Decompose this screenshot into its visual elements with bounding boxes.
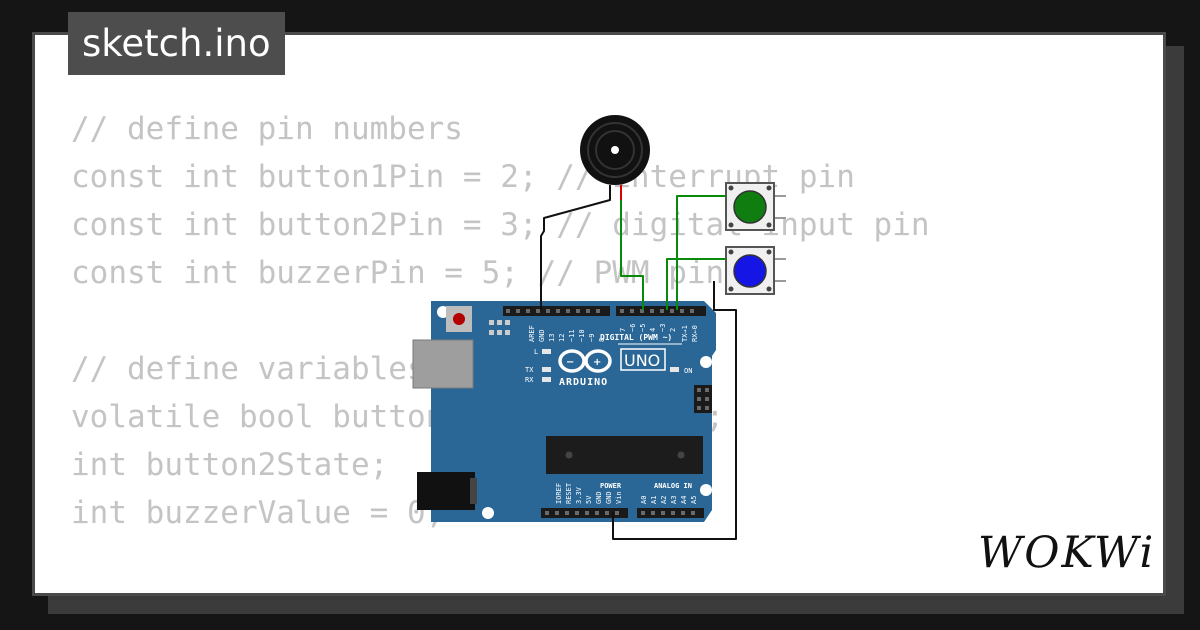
- pin-label: 7: [619, 328, 627, 332]
- pin-label: ~3: [659, 324, 667, 332]
- pin-label: A1: [650, 496, 658, 504]
- pin-label: GND: [605, 491, 613, 504]
- digital-pwm-label: DIGITAL (PWM ~): [600, 333, 672, 342]
- wokwi-logo: WOKWi: [978, 528, 1155, 578]
- pin-label: 4: [649, 328, 657, 332]
- led-on-icon: [670, 367, 679, 372]
- pin-label: GND: [538, 329, 546, 342]
- pin-label: ~5: [639, 324, 647, 332]
- pin-label: RESET: [565, 482, 573, 504]
- led-tx-label: TX: [525, 366, 534, 374]
- pin-label: ~9: [588, 334, 596, 342]
- wire-button1-pin2: [676, 195, 726, 310]
- led-on-label: ON: [684, 367, 692, 375]
- wires: [540, 185, 737, 540]
- pin-label: A3: [670, 496, 678, 504]
- pin-label: A5: [690, 496, 698, 504]
- usb-port: [412, 339, 474, 389]
- wire-buttons-gnd: [612, 281, 737, 540]
- code-line: // define variables: [71, 351, 426, 387]
- filename-tab[interactable]: sketch.ino: [68, 12, 285, 75]
- pin-label: AREF: [528, 325, 536, 342]
- code-line: void setup() {: [71, 585, 930, 593]
- wire-buzzer-gnd: [540, 185, 611, 310]
- wire-buzzer-pin5: [620, 200, 644, 310]
- pin-label: ~6: [629, 324, 637, 332]
- power-header: [541, 508, 628, 518]
- digital-header-pins: [506, 309, 694, 313]
- power-pin-labels: IOREF RESET 3.3V 5V GND GND Vin: [555, 482, 623, 504]
- pin-label: RX←0: [691, 325, 699, 342]
- power-jack: [417, 472, 475, 510]
- pin-label: A2: [660, 496, 668, 504]
- pin-label: 13: [548, 334, 556, 342]
- pushbutton-blue[interactable]: [725, 246, 786, 295]
- code-line: int button2State;: [71, 447, 389, 483]
- logo-plus-icon: +: [593, 357, 601, 368]
- pin-label: 12: [558, 334, 566, 342]
- led-l-label: L: [534, 348, 538, 356]
- pin-label: IOREF: [555, 483, 563, 504]
- board-logo-text: ARDUINO: [559, 377, 608, 388]
- board-model: UNO: [624, 351, 660, 370]
- code-line: // define pin numbers: [71, 111, 463, 147]
- icsp-header-right: [694, 385, 712, 413]
- pin-label: Vin: [615, 491, 623, 504]
- pin-label: ~10: [578, 329, 586, 342]
- pin-label: A0: [640, 496, 648, 504]
- piezo-buzzer[interactable]: [580, 115, 650, 185]
- arduino-uno-board[interactable]: AREF GND 13 12 ~11 ~10 ~9 8 7 ~6 ~5 4 ~3…: [412, 301, 716, 522]
- pin-label: A4: [680, 496, 688, 504]
- power-label: POWER: [600, 482, 622, 490]
- pin-label: 5V: [585, 495, 593, 504]
- arduino-infinity-logo-icon: [558, 349, 612, 373]
- led-l-icon: [542, 349, 551, 354]
- digital-pin-labels: AREF GND 13 12 ~11 ~10 ~9 8 7 ~6 ~5 4 ~3…: [528, 324, 699, 342]
- analog-pin-labels: A0 A1 A2 A3 A4 A5: [640, 496, 698, 504]
- pin-label: 8: [598, 338, 606, 342]
- led-rx-icon: [542, 377, 551, 382]
- icsp-header: [489, 320, 510, 335]
- pushbutton-green[interactable]: [714, 182, 786, 231]
- led-rx-label: RX: [525, 376, 534, 384]
- mounting-hole: [700, 484, 712, 496]
- logo-minus-icon: −: [566, 357, 574, 368]
- analog-label: ANALOG IN: [654, 482, 692, 490]
- wire-button2-pin3: [666, 258, 726, 310]
- pin-label: TX→1: [681, 325, 689, 342]
- reset-button-cap[interactable]: [453, 313, 465, 325]
- button2-cap[interactable]: [733, 254, 767, 288]
- led-tx-icon: [542, 367, 551, 372]
- pin-label: 2: [669, 328, 677, 332]
- power-jack-edge: [470, 478, 477, 504]
- button1-cap[interactable]: [733, 190, 767, 224]
- pin-label: ~11: [568, 329, 576, 342]
- uno-badge: [620, 348, 666, 371]
- pin-label: GND: [595, 491, 603, 504]
- mounting-hole: [700, 356, 712, 368]
- pin-label: 3.3V: [575, 486, 583, 504]
- analog-header: [637, 508, 704, 518]
- mounting-hole: [482, 507, 494, 519]
